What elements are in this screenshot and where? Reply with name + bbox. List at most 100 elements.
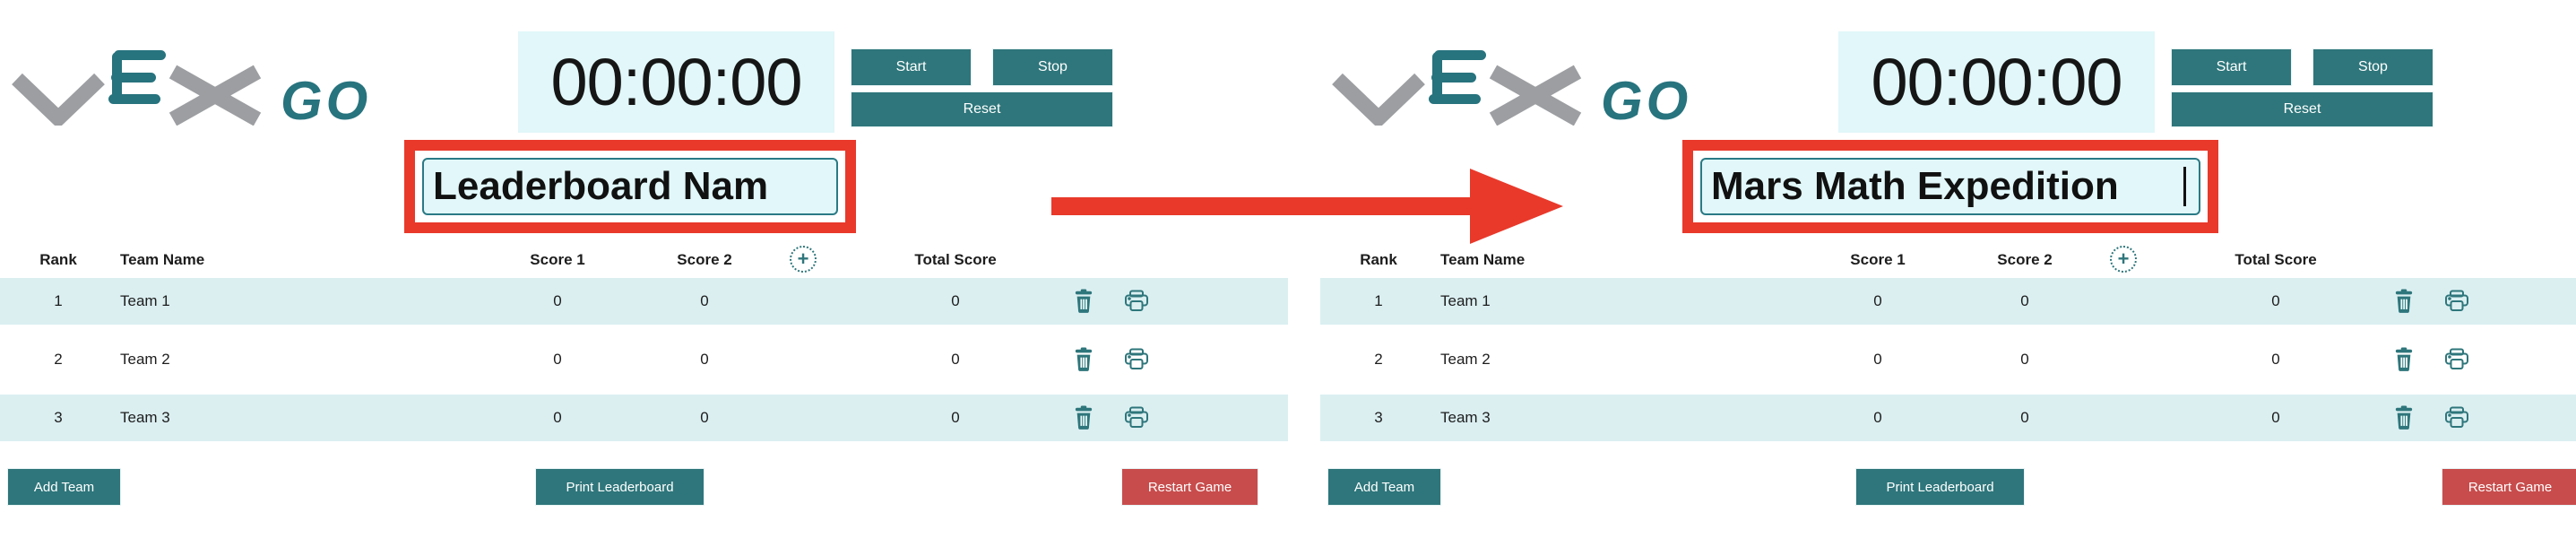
delete-team-button[interactable] <box>2390 278 2417 325</box>
trash-icon <box>1075 289 1093 313</box>
total-score-value: 0 <box>2271 351 2280 368</box>
header-total-score: Total Score <box>2235 251 2317 268</box>
delete-team-button[interactable] <box>2390 395 2417 441</box>
score2-value: 0 <box>700 292 709 309</box>
score2-value: 0 <box>2020 351 2029 368</box>
annotation-highlight-box <box>1682 140 2218 233</box>
timer-display: 00:00:00 <box>1838 31 2155 133</box>
score2-value: 0 <box>2020 409 2029 426</box>
printer-icon <box>2445 348 2468 369</box>
restart-game-button[interactable]: Restart Game <box>2442 469 2576 505</box>
rank-value: 3 <box>54 409 63 426</box>
score2-value: 0 <box>700 351 709 368</box>
vex-go-logo: GO <box>12 43 433 126</box>
rank-value: 2 <box>1374 351 1383 368</box>
score1-value: 0 <box>1873 409 1882 426</box>
print-team-button[interactable] <box>2442 395 2471 441</box>
score1-value: 0 <box>1873 292 1882 309</box>
stop-button[interactable]: Stop <box>993 49 1112 85</box>
print-team-button[interactable] <box>1122 395 1151 441</box>
total-score-value: 0 <box>2271 409 2280 426</box>
delete-team-button[interactable] <box>1070 395 1097 441</box>
table-header-row: Rank Team Name Score 1 Score 2 + Total S… <box>1320 244 2576 276</box>
leaderboard-name-input[interactable] <box>422 158 838 215</box>
header-rank: Rank <box>39 251 77 268</box>
add-team-button[interactable]: Add Team <box>1328 469 1440 505</box>
header-total-score: Total Score <box>914 251 997 268</box>
team-name-value: Team 1 <box>120 292 170 309</box>
plus-circle-icon[interactable]: + <box>2110 246 2137 273</box>
leaderboard-panel-after: GO 00:00:00 Start Stop Reset Rank Team N… <box>1288 0 2576 547</box>
score1-value: 0 <box>553 292 562 309</box>
header-team-name: Team Name <box>1440 251 1526 268</box>
red-arrow-shaft <box>1051 197 1470 215</box>
restart-game-button[interactable]: Restart Game <box>1122 469 1258 505</box>
rank-value: 2 <box>54 351 63 368</box>
table-header-row: Rank Team Name Score 1 Score 2 + Total S… <box>0 244 1288 276</box>
annotation-highlight-box <box>404 140 856 233</box>
team-name-value: Team 2 <box>1440 351 1491 368</box>
header-team-name: Team Name <box>120 251 205 268</box>
total-score-value: 0 <box>2271 292 2280 309</box>
table-row: 1 Team 1 0 0 0 <box>0 278 1288 325</box>
stop-button[interactable]: Stop <box>2313 49 2433 85</box>
score2-value: 0 <box>700 409 709 426</box>
team-name-value: Team 1 <box>1440 292 1491 309</box>
total-score-value: 0 <box>951 351 960 368</box>
add-team-button[interactable]: Add Team <box>8 469 120 505</box>
printer-icon <box>1125 348 1148 369</box>
trash-icon <box>2395 289 2413 313</box>
printer-icon <box>1125 290 1148 311</box>
print-team-button[interactable] <box>2442 278 2471 325</box>
delete-team-button[interactable] <box>2390 336 2417 383</box>
printer-icon <box>1125 406 1148 428</box>
rank-value: 1 <box>1374 292 1383 309</box>
header-score1: Score 1 <box>1850 251 1906 268</box>
printer-icon <box>2445 290 2468 311</box>
rank-value: 1 <box>54 292 63 309</box>
trash-icon <box>2395 405 2413 430</box>
print-team-button[interactable] <box>1122 278 1151 325</box>
text-cursor-caret <box>2183 167 2186 206</box>
delete-team-button[interactable] <box>1070 278 1097 325</box>
total-score-value: 0 <box>951 292 960 309</box>
header-rank: Rank <box>1360 251 1397 268</box>
table-row: 3 Team 3 0 0 0 <box>1320 395 2576 441</box>
timer-display: 00:00:00 <box>518 31 834 133</box>
header-score2: Score 2 <box>677 251 732 268</box>
delete-team-button[interactable] <box>1070 336 1097 383</box>
start-button[interactable]: Start <box>2172 49 2291 85</box>
start-button[interactable]: Start <box>851 49 971 85</box>
score1-value: 0 <box>553 409 562 426</box>
score1-value: 0 <box>553 351 562 368</box>
table-row: 1 Team 1 0 0 0 <box>1320 278 2576 325</box>
leaderboard-name-input[interactable] <box>1700 158 2200 215</box>
print-team-button[interactable] <box>2442 336 2471 383</box>
team-name-value: Team 2 <box>120 351 170 368</box>
svg-text:GO: GO <box>1601 71 1691 126</box>
trash-icon <box>1075 405 1093 430</box>
reset-button[interactable]: Reset <box>851 92 1112 126</box>
header-score2: Score 2 <box>1997 251 2053 268</box>
red-arrow-icon <box>1051 169 1563 244</box>
print-team-button[interactable] <box>1122 336 1151 383</box>
print-leaderboard-button[interactable]: Print Leaderboard <box>1856 469 2024 505</box>
reset-button[interactable]: Reset <box>2172 92 2433 126</box>
red-arrow-head <box>1470 169 1563 244</box>
table-row: 2 Team 2 0 0 0 <box>0 336 1288 383</box>
trash-icon <box>1075 347 1093 371</box>
vex-go-logo: GO <box>1332 43 1753 126</box>
rank-value: 3 <box>1374 409 1383 426</box>
table-row: 2 Team 2 0 0 0 <box>1320 336 2576 383</box>
trash-icon <box>2395 347 2413 371</box>
print-leaderboard-button[interactable]: Print Leaderboard <box>536 469 704 505</box>
team-name-value: Team 3 <box>120 409 170 426</box>
leaderboard-panel-before: GO 00:00:00 Start Stop Reset Rank Team N… <box>0 31 1288 505</box>
plus-circle-icon[interactable]: + <box>790 246 817 273</box>
team-name-value: Team 3 <box>1440 409 1491 426</box>
table-row: 3 Team 3 0 0 0 <box>0 395 1288 441</box>
total-score-value: 0 <box>951 409 960 426</box>
score1-value: 0 <box>1873 351 1882 368</box>
header-score1: Score 1 <box>530 251 585 268</box>
